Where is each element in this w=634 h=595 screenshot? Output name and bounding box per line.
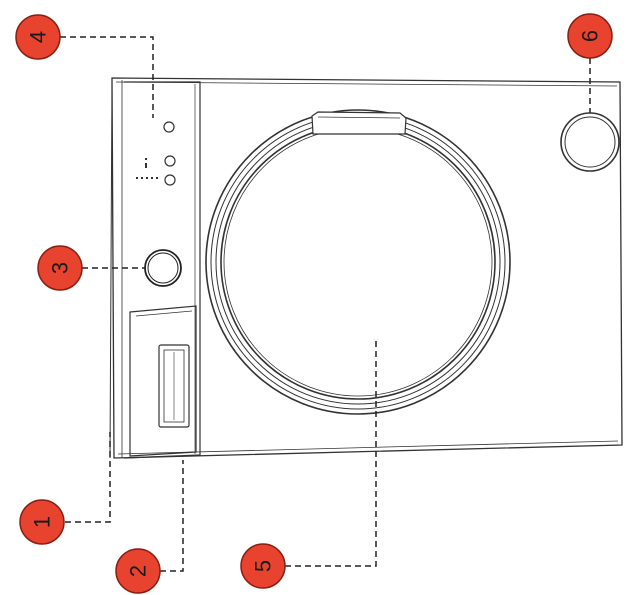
control-panel (123, 81, 201, 459)
callout-6-label: 6 (578, 30, 603, 42)
indicator-lights (163, 121, 176, 186)
callout-6: 6 (567, 13, 613, 59)
callout-1-label: 1 (30, 516, 55, 528)
callout-1-badge (19, 499, 65, 545)
callout-5-badge (240, 543, 286, 589)
callout-4: 4 (15, 14, 61, 60)
leader-line-4 (60, 36, 154, 118)
leader-line-2 (160, 460, 184, 572)
leader-line-5 (285, 337, 377, 567)
indicator-glyphs (136, 158, 158, 179)
drawer-handle[interactable] (158, 344, 190, 428)
callout-3: 3 (37, 245, 83, 291)
appliance-body (109, 77, 623, 459)
lid-handle[interactable] (311, 111, 407, 135)
leader-line-1 (65, 432, 111, 523)
callout-3-badge (37, 245, 83, 291)
callout-2-badge (115, 548, 161, 594)
indicator-light-2 (164, 155, 176, 167)
callout-2-label: 2 (126, 565, 151, 577)
water-tank-drawer[interactable] (129, 305, 197, 457)
leader-lines (60, 36, 591, 572)
callout-6-badge (567, 13, 613, 59)
callout-5-label: 5 (251, 560, 276, 572)
callout-5: 5 (240, 543, 286, 589)
lid[interactable] (205, 109, 511, 415)
callout-4-label: 4 (26, 31, 51, 43)
callout-4-badge (15, 14, 61, 60)
indicator-light-1 (163, 121, 175, 133)
callout-1: 1 (19, 499, 65, 545)
indicator-light-3 (164, 174, 176, 186)
callout-3-label: 3 (48, 262, 73, 274)
power-button[interactable] (144, 249, 182, 287)
pressure-knob[interactable] (560, 112, 620, 172)
callout-2: 2 (115, 548, 161, 594)
